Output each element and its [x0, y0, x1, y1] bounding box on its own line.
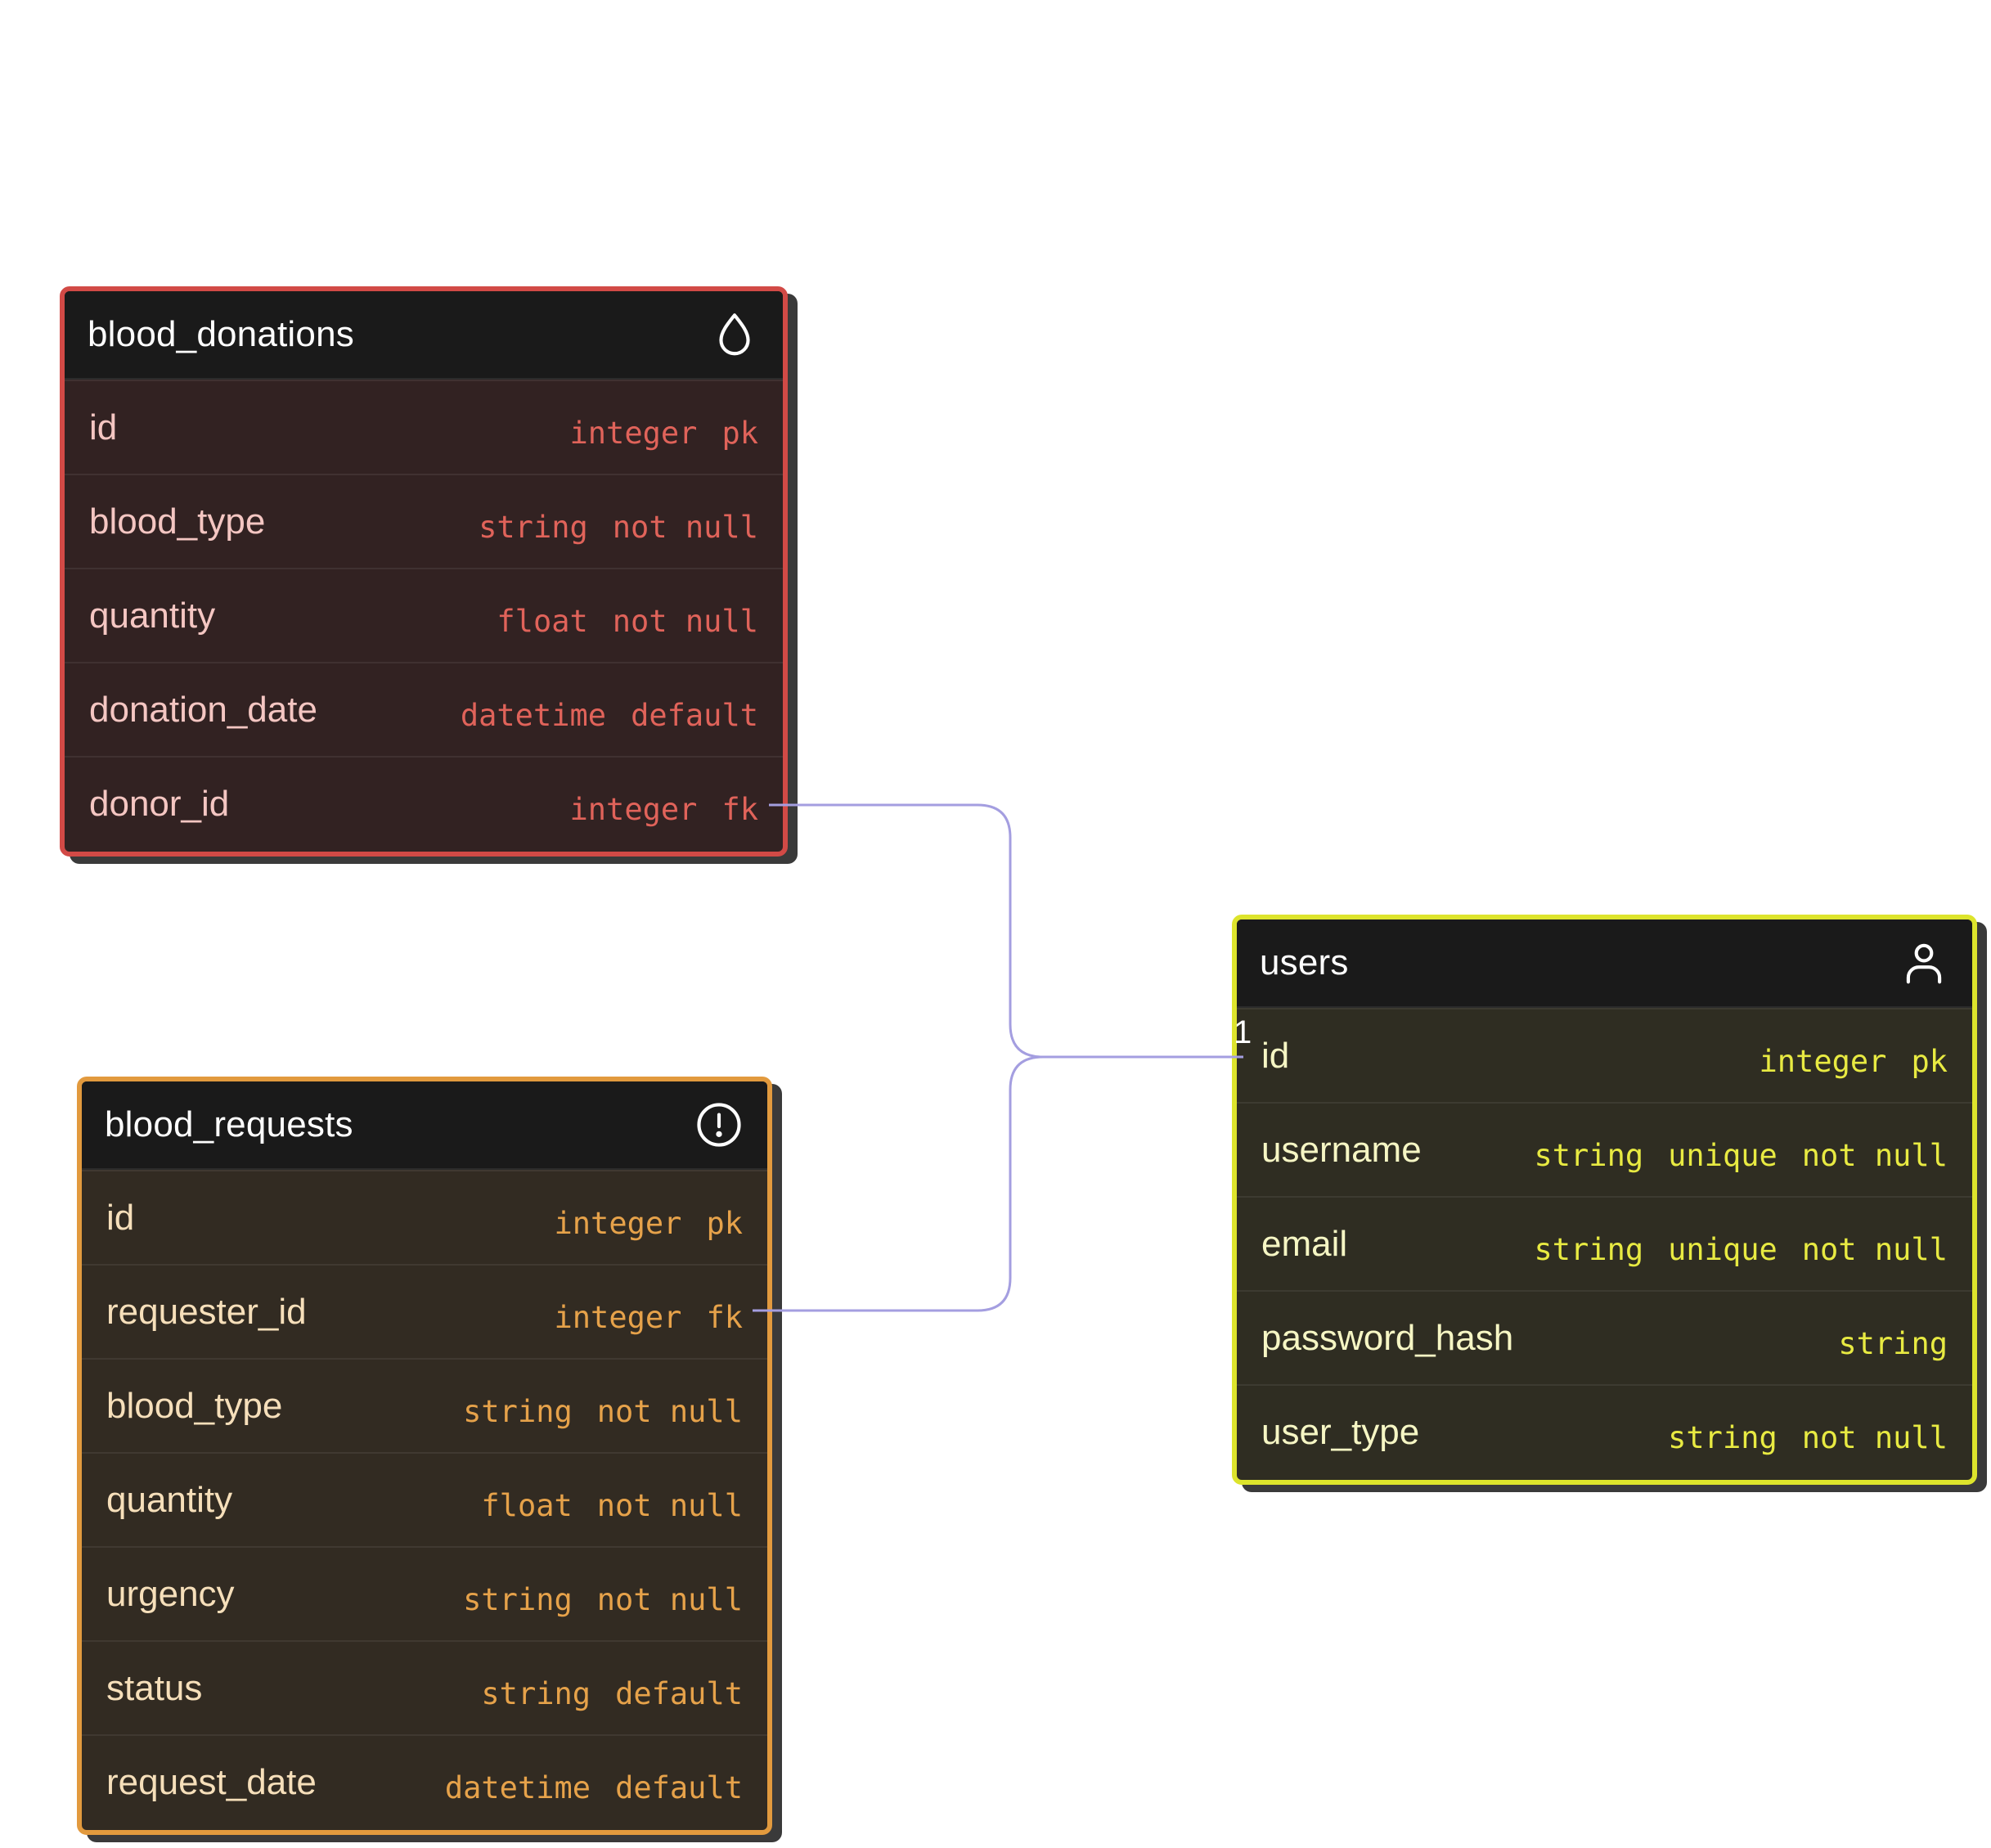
table-header[interactable]: blood_donations: [65, 291, 783, 380]
field-name: quantity: [89, 595, 216, 636]
table-title: blood_donations: [88, 314, 354, 354]
alert-circle-icon: [697, 1103, 741, 1147]
table-row[interactable]: password_hash string: [1237, 1290, 1972, 1384]
field-name: email: [1261, 1223, 1348, 1264]
table-title: blood_requests: [105, 1104, 353, 1144]
table-header[interactable]: users: [1237, 920, 1972, 1008]
field-name: requester_id: [106, 1291, 307, 1332]
field-name: id: [106, 1197, 135, 1238]
field-name: donor_id: [89, 783, 230, 824]
field-name: quantity: [106, 1479, 233, 1520]
droplet-icon: [719, 313, 750, 356]
field-name: username: [1261, 1129, 1422, 1170]
table-header[interactable]: blood_requests: [82, 1081, 767, 1170]
field-type: string: [1838, 1326, 1948, 1361]
field-name: request_date: [106, 1761, 317, 1802]
relation-donor-id-to-users-id[interactable]: [769, 803, 1243, 1059]
field-name: donation_date: [89, 689, 317, 730]
field-name: urgency: [106, 1573, 235, 1614]
relation-requester-id-to-users-id[interactable]: [753, 1055, 1243, 1312]
cardinality-label: 1: [1234, 1014, 1252, 1050]
field-name: password_hash: [1261, 1317, 1514, 1358]
field-name: blood_type: [106, 1385, 283, 1426]
table-title: users: [1260, 942, 1349, 982]
field-name: status: [106, 1667, 203, 1708]
field-name: blood_type: [89, 501, 266, 542]
field-name: user_type: [1261, 1411, 1420, 1452]
field-name: id: [89, 407, 118, 447]
user-icon: [1906, 943, 1942, 984]
field-name: id: [1261, 1035, 1290, 1076]
